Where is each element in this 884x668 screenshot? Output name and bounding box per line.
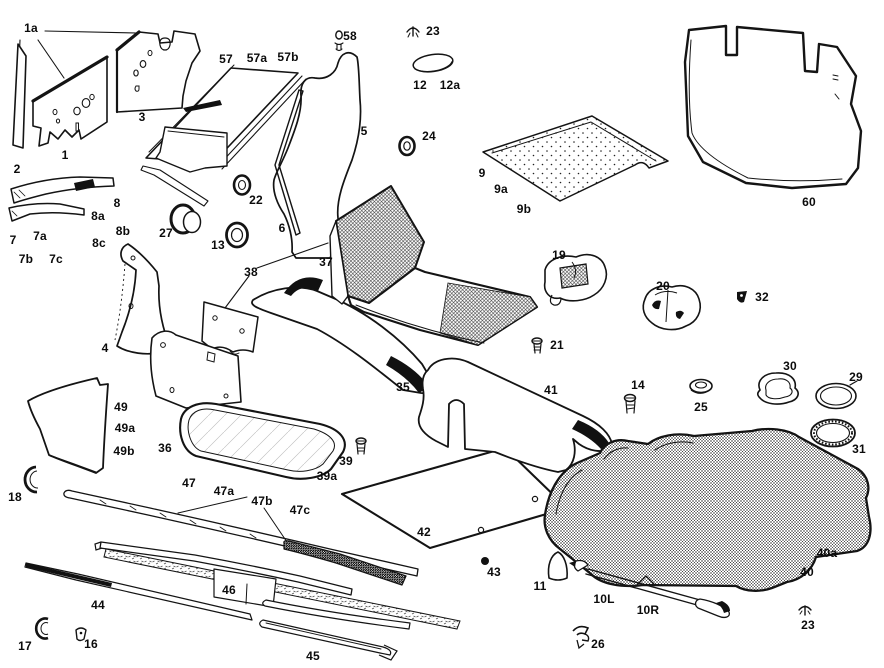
part-13-ring	[225, 221, 249, 249]
part-57-shelf-flap	[140, 126, 228, 207]
part-37-front-mat	[329, 185, 539, 347]
part-58-fastener	[334, 30, 344, 52]
part-10-rail	[569, 559, 731, 619]
part-19-boot	[543, 253, 608, 306]
part-16-clip	[75, 627, 87, 642]
part-31-ring	[810, 418, 856, 448]
part-8-strip	[10, 176, 115, 204]
part-22-grommet	[232, 174, 252, 196]
part-14-screw	[623, 393, 637, 414]
part-17-clip	[34, 617, 49, 640]
part-12-gasket	[412, 53, 454, 73]
part-11-dome	[547, 551, 568, 581]
part-49-quarter-panel	[27, 377, 109, 474]
part-26-clip	[572, 625, 590, 650]
part-45-strip	[259, 619, 398, 661]
part-25-cap	[689, 378, 713, 394]
part-47-leader-lines	[177, 496, 288, 543]
part-3-panel	[115, 30, 201, 114]
part-23-clip-top	[406, 26, 420, 38]
part-35-side-band	[251, 277, 434, 394]
part-47c-sill-strip	[283, 540, 407, 586]
part-20-boot	[642, 284, 702, 331]
part-23-clip-bottom	[798, 605, 812, 616]
part-36-floor-mat	[179, 402, 346, 480]
part-36-side-wall	[149, 330, 242, 409]
part-30-ring	[756, 372, 799, 405]
part-60-panel	[683, 24, 863, 190]
part-43-plug	[481, 557, 489, 565]
part-29-ring	[815, 380, 858, 410]
part-6-strip	[274, 89, 304, 236]
part-27-grommet	[169, 203, 202, 235]
part-24-grommet	[398, 135, 416, 157]
part-32-clip	[737, 291, 747, 303]
part-7-strip	[8, 202, 85, 222]
part-2-panel	[12, 43, 27, 149]
part-40-trunk-mat	[543, 427, 872, 592]
part-41-tunnel-cover	[417, 357, 613, 473]
part-39-screw	[355, 437, 367, 455]
part-44-strip	[24, 562, 253, 621]
part-21-screw	[531, 337, 543, 354]
part-46-sill-assembly	[94, 541, 461, 630]
part-9-perforated-panel	[482, 115, 669, 202]
part-4-pillar-trim	[114, 243, 171, 355]
part-18-clip	[23, 465, 39, 494]
part-5-panel	[272, 51, 362, 259]
part-1-panel	[31, 55, 109, 147]
